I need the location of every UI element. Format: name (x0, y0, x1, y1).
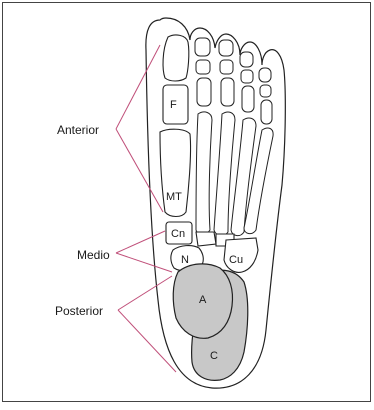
hallux-phalanges (160, 35, 191, 217)
anterior-line-bottom (116, 129, 163, 212)
region-label-anterior: Anterior (57, 123, 99, 137)
medio-line-top (116, 231, 165, 253)
medio-line-bottom (116, 253, 172, 272)
anterior-line-top (116, 45, 160, 129)
lesser-toes (195, 38, 272, 124)
region-label-posterior: Posterior (55, 304, 103, 318)
bone-label-f: F (170, 99, 177, 111)
bone-label-mt: MT (166, 191, 182, 203)
posterior-line-bottom (118, 310, 176, 372)
posterior-line-top (118, 276, 172, 310)
hindfoot-bones (173, 264, 248, 380)
lesser-metatarsals (196, 112, 273, 236)
bone-label-cn: Cn (171, 228, 185, 240)
bone-label-c: C (210, 350, 218, 362)
region-label-medio: Medio (77, 248, 110, 262)
bone-label-cu: Cu (229, 254, 243, 266)
bone-label-a: A (199, 294, 207, 306)
bone-label-n: N (181, 254, 189, 266)
